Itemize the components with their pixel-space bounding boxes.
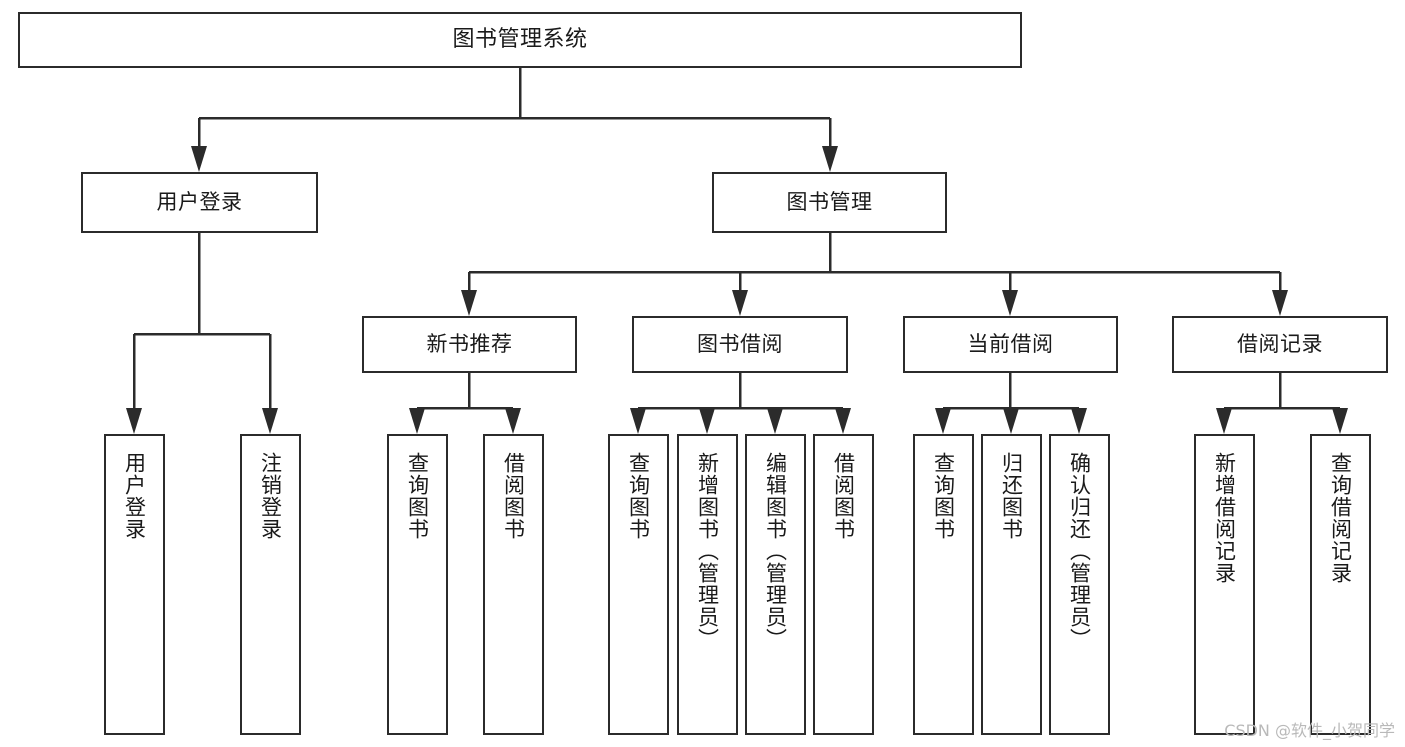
node-leaf-logout[interactable]: 注销登录 <box>240 434 301 735</box>
node-label: 确认归还（管理员） <box>1067 452 1092 650</box>
node-label: 当前借阅 <box>967 332 1054 357</box>
node-label: 用户登录 <box>122 452 147 540</box>
node-book-borrow[interactable]: 图书借阅 <box>632 316 848 373</box>
node-user-login[interactable]: 用户登录 <box>81 172 318 233</box>
node-leaf-query-book-1[interactable]: 查询图书 <box>387 434 448 735</box>
node-leaf-add-book[interactable]: 新增图书（管理员） <box>677 434 738 735</box>
node-new-book-rec[interactable]: 新书推荐 <box>362 316 577 373</box>
node-leaf-edit-book[interactable]: 编辑图书（管理员） <box>745 434 806 735</box>
node-label: 查询图书 <box>931 452 956 540</box>
node-leaf-query-record[interactable]: 查询借阅记录 <box>1310 434 1371 735</box>
node-label: 归还图书 <box>999 452 1024 540</box>
watermark-text: CSDN @软件_小贺同学 <box>1224 721 1395 740</box>
node-leaf-query-book-2[interactable]: 查询图书 <box>608 434 669 735</box>
node-label: 查询图书 <box>626 452 651 540</box>
node-leaf-borrow-book-1[interactable]: 借阅图书 <box>483 434 544 735</box>
node-label: 查询借阅记录 <box>1328 452 1353 584</box>
node-leaf-return-book[interactable]: 归还图书 <box>981 434 1042 735</box>
node-leaf-borrow-book-2[interactable]: 借阅图书 <box>813 434 874 735</box>
node-label: 查询图书 <box>405 452 430 540</box>
node-leaf-user-login[interactable]: 用户登录 <box>104 434 165 735</box>
node-label: 新书推荐 <box>426 332 513 357</box>
node-label: 注销登录 <box>258 452 283 540</box>
node-leaf-confirm-return[interactable]: 确认归还（管理员） <box>1049 434 1110 735</box>
node-label: 借阅图书 <box>501 452 526 540</box>
node-label: 图书管理系统 <box>452 27 588 53</box>
node-label: 编辑图书（管理员） <box>763 452 788 650</box>
node-label: 新增图书（管理员） <box>695 452 720 650</box>
node-label: 借阅记录 <box>1237 332 1323 357</box>
node-leaf-query-book-3[interactable]: 查询图书 <box>913 434 974 735</box>
node-root-system[interactable]: 图书管理系统 <box>18 12 1022 68</box>
node-label: 借阅图书 <box>831 452 856 540</box>
node-current-borrow[interactable]: 当前借阅 <box>903 316 1118 373</box>
node-label: 图书管理 <box>786 190 873 215</box>
node-book-manage[interactable]: 图书管理 <box>712 172 947 233</box>
node-label: 新增借阅记录 <box>1212 452 1237 584</box>
node-label: 用户登录 <box>156 190 243 215</box>
node-leaf-add-record[interactable]: 新增借阅记录 <box>1194 434 1255 735</box>
node-label: 图书借阅 <box>697 332 783 357</box>
node-borrow-record[interactable]: 借阅记录 <box>1172 316 1388 373</box>
